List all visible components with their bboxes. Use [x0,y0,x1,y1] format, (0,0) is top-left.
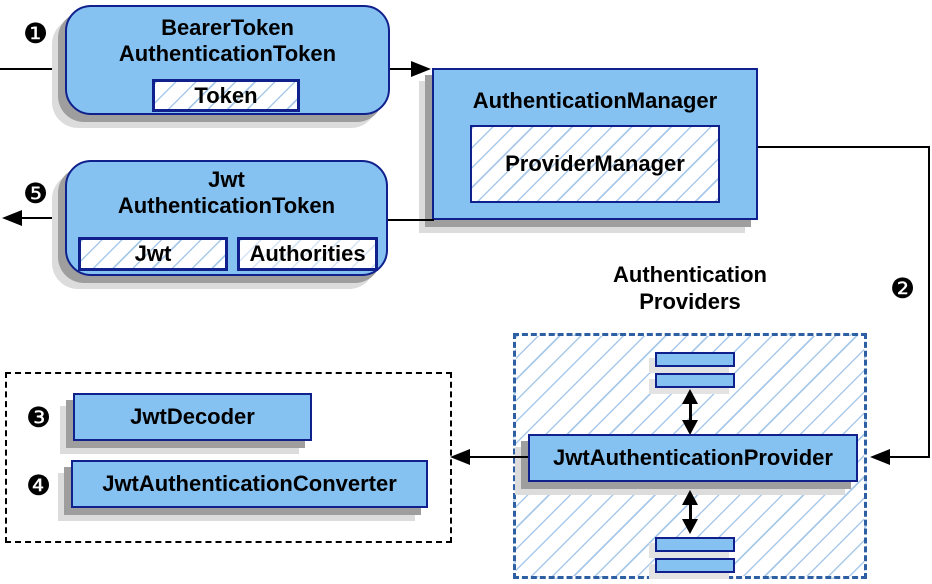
provider-manager-chip-label: ProviderManager [505,151,685,176]
token-chip: Token [152,79,300,112]
arrow-to-authentication-manager-head [411,61,431,77]
step-5-badge: ❺ [23,178,49,209]
provider-stack-bar [655,537,735,552]
jwt-authentication-provider-label: JwtAuthenticationProvider [553,445,833,470]
provider-stack-bar [655,558,735,573]
authentication-manager-title: AuthenticationManager [472,88,718,113]
arrow-response-out [18,217,65,219]
line-manager-to-jwt-token [388,219,434,221]
arrow-to-provider-segment-bottom [888,456,930,458]
jwt-chip: Jwt [78,237,228,271]
jwt-decoder-label: JwtDecoder [130,404,255,429]
jwt-chip-label: Jwt [134,241,172,266]
jwt-authentication-converter-box: JwtAuthenticationConverter [71,460,428,508]
bearer-token-authentication-token-title: BearerToken AuthenticationToken [118,15,337,66]
jwt-authentication-token-box: Jwt AuthenticationToken Jwt Authorities [65,160,388,276]
step-2-badge: ❷ [890,273,916,304]
arrow-to-converter-group [466,456,528,458]
step-4-badge: ❹ [26,470,52,501]
authentication-manager-box: AuthenticationManager ProviderManager [432,68,758,220]
bidirectional-arrow-top-uphead [682,389,698,404]
arrow-to-converter-group-head [450,449,470,465]
bearer-token-authentication-token-box: BearerToken AuthenticationToken Token [65,5,390,115]
bidirectional-arrow-top-downhead [682,420,698,435]
authentication-providers-title: Authentication Providers [613,262,767,314]
authentication-providers-group [513,333,867,579]
bidirectional-arrow-bottom [689,501,692,523]
jwt-decoder-box: JwtDecoder [73,393,312,441]
arrow-to-authentication-manager [390,68,414,70]
authorities-chip: Authorities [237,237,378,271]
jwt-authentication-converter-label: JwtAuthenticationConverter [102,471,397,496]
step-1-badge: ❶ [23,18,49,49]
bidirectional-arrow-bottom-uphead [682,490,698,505]
token-chip-label: Token [194,82,258,108]
decoder-converter-group [5,372,452,543]
bidirectional-arrow-top [689,400,692,424]
provider-manager-chip: ProviderManager [470,125,720,203]
provider-stack-bar [655,373,735,388]
arrow-response-out-head [2,210,22,226]
arrow-to-provider-segment-top [758,146,930,148]
jwt-authentication-provider-box: JwtAuthenticationProvider [528,434,858,482]
arrow-to-provider-segment-right [928,146,930,458]
provider-stack-bar [655,352,735,367]
authorities-chip-label: Authorities [249,241,366,266]
step-3-badge: ❸ [26,402,52,433]
arrow-to-provider-head [870,449,890,465]
jwt-authentication-token-title: Jwt AuthenticationToken [117,167,336,218]
bidirectional-arrow-bottom-downhead [682,519,698,534]
arrow-request-in [0,68,64,70]
